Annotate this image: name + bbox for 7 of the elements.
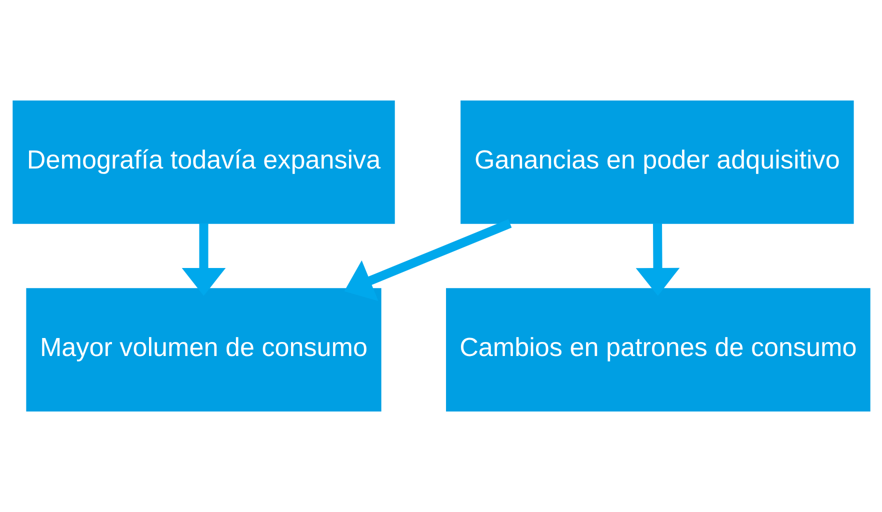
node-box: Cambios en patrones de consumo <box>446 288 870 412</box>
arrow <box>635 223 680 296</box>
node-box: Ganancias en poder adquisitivo <box>460 100 854 224</box>
arrow <box>344 219 512 302</box>
node-box: Demografía todavía expansiva <box>12 100 394 224</box>
arrow <box>181 223 226 296</box>
node-box: Mayor volumen de consumo <box>26 288 381 412</box>
